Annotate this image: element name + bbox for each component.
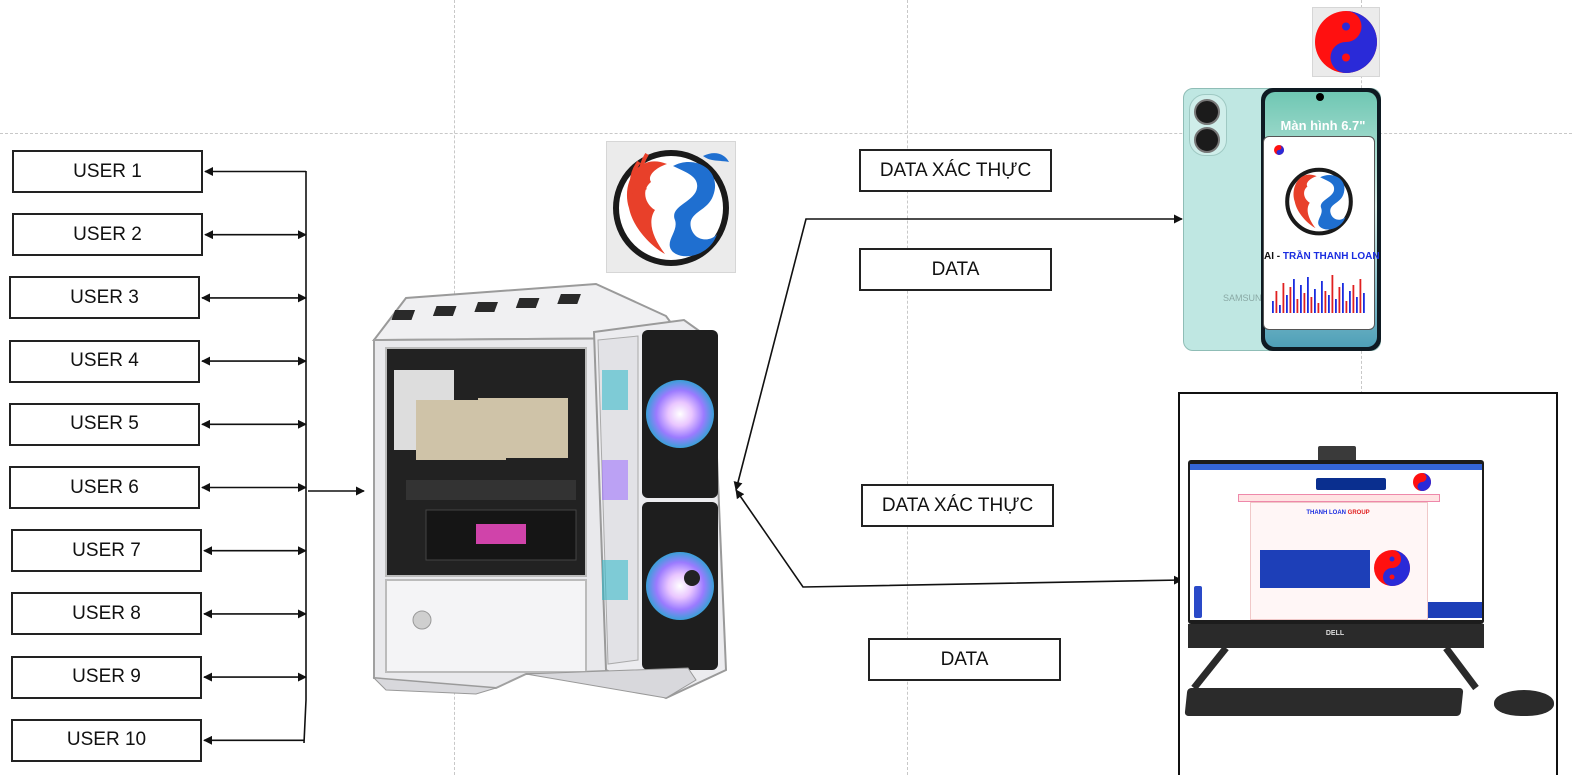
phone-logo-text: AI - TRẦN THANH LOAN	[1264, 251, 1380, 262]
user-box-6: USER 6	[9, 466, 200, 509]
user-box-7: USER 7	[11, 529, 202, 573]
wire-server-to-desktop	[735, 489, 1183, 588]
mouse	[1494, 690, 1554, 716]
phone-bar	[1272, 301, 1274, 313]
phone-bar	[1300, 285, 1302, 313]
phoenix-dragon-logo	[606, 141, 736, 273]
phoenix-dragon-mini-logo	[1285, 167, 1353, 236]
grid-line-vertical	[1361, 0, 1362, 775]
phone-bar	[1345, 301, 1348, 313]
user-box-2: USER 2	[12, 213, 203, 257]
phone-bar	[1303, 293, 1306, 313]
user-box-8: USER 8	[11, 592, 202, 636]
site-yin-yang-icon	[1413, 473, 1431, 491]
wire-server-to-phone	[733, 214, 1183, 491]
user-box-9: USER 9	[11, 655, 202, 699]
phone-bar	[1338, 287, 1341, 313]
logo-text-prefix: AI -	[1264, 251, 1283, 262]
phone-bar	[1349, 291, 1351, 313]
phone-bar-graphic	[1272, 275, 1365, 313]
phone-brand: SAMSUNG	[1223, 293, 1269, 303]
site-title-b: GROUP	[1346, 510, 1370, 516]
phone-bar	[1307, 277, 1309, 313]
phone-bar	[1293, 279, 1295, 313]
front-camera-icon	[1316, 93, 1324, 101]
smartphone: SAMSUNG Màn hình 6.7" AI - TRẦN THANH LO…	[1183, 88, 1381, 351]
user-box-1: USER 1	[12, 150, 203, 193]
label-phone-data: DATA	[859, 248, 1052, 291]
monitor-chin	[1188, 624, 1484, 648]
keyboard	[1184, 688, 1464, 716]
yin-yang-logo	[1312, 7, 1380, 77]
user-box-3: USER 3	[9, 276, 200, 320]
logo-text-name: TRẦN THANH LOAN	[1282, 251, 1380, 262]
social-icons-bar	[1316, 478, 1386, 490]
label-desktop-auth-data: DATA XÁC THỰC	[861, 484, 1054, 527]
desktop-computer-frame: THANH LOAN GROUP DELL	[1178, 392, 1558, 775]
site-chat-widget	[1428, 602, 1482, 618]
phone-bar	[1286, 295, 1288, 313]
label-desktop-data: DATA	[868, 638, 1061, 681]
phone-bar	[1363, 293, 1365, 313]
site-title: THANH LOAN GROUP	[1250, 510, 1426, 516]
webcam-icon	[1318, 446, 1356, 462]
user-box-4: USER 4	[9, 339, 200, 383]
server-pc-case	[366, 280, 738, 704]
phone-bar	[1335, 299, 1337, 313]
phone-bar	[1275, 291, 1278, 313]
phone-bar	[1282, 283, 1285, 313]
monitor-screen: THANH LOAN GROUP	[1190, 464, 1482, 620]
camera-lens-icon	[1194, 99, 1220, 125]
user-box-10: USER 10	[11, 718, 202, 762]
site-nav-menu	[1238, 494, 1440, 502]
phone-bar	[1331, 275, 1334, 313]
grid-line-horizontal	[0, 133, 1572, 134]
camera-lens-icon	[1194, 127, 1220, 153]
mini-yin-yang-icon	[1274, 145, 1284, 155]
site-big-yin-yang-icon	[1374, 550, 1410, 586]
phone-bar	[1289, 287, 1292, 313]
phone-bar	[1321, 281, 1323, 313]
phone-bar	[1314, 289, 1316, 313]
user-bus-line	[303, 171, 307, 744]
phone-bar	[1328, 295, 1330, 313]
monitor-brand: DELL	[1325, 630, 1345, 637]
screen-caption: Màn hình 6.7"	[1280, 118, 1366, 133]
phone-bar	[1324, 291, 1327, 313]
user-box-5: USER 5	[9, 402, 200, 446]
phone-bar	[1310, 297, 1313, 313]
phone-bar	[1317, 303, 1320, 313]
site-info-block	[1260, 550, 1370, 588]
phone-bar	[1356, 297, 1358, 313]
site-side-buttons	[1194, 586, 1202, 618]
phone-bar	[1359, 279, 1362, 313]
phone-bar	[1279, 305, 1281, 313]
label-phone-auth-data: DATA XÁC THỰC	[859, 149, 1052, 192]
phone-bar	[1296, 299, 1299, 313]
phone-app-card: AI - TRẦN THANH LOAN	[1263, 136, 1380, 330]
browser-bar	[1190, 464, 1482, 470]
phone-bar	[1352, 285, 1355, 313]
monitor-stand	[1191, 648, 1479, 691]
site-title-a: THANH LOAN	[1306, 510, 1346, 516]
phone-bar	[1342, 283, 1344, 313]
